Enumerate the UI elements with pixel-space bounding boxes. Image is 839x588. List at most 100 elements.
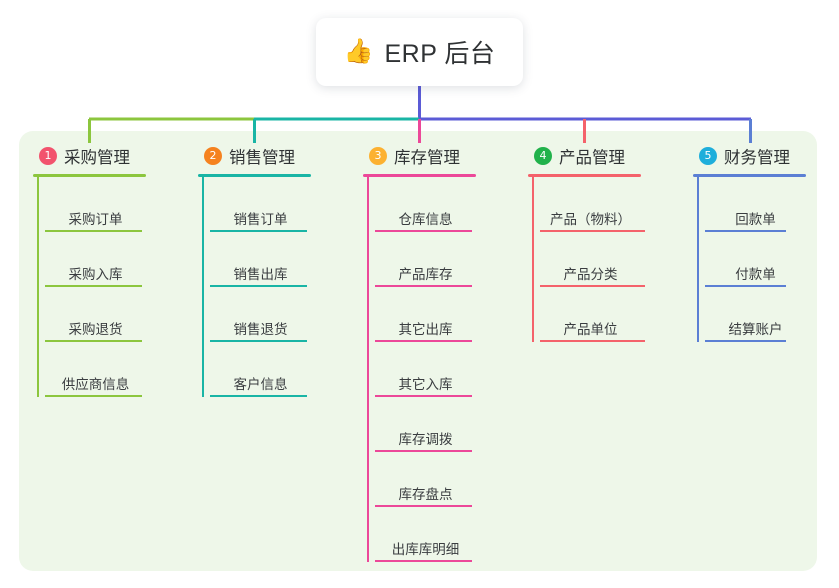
- branch-item[interactable]: 其它出库: [375, 287, 476, 342]
- branch-item[interactable]: 销售退货: [210, 287, 311, 342]
- branch-item-list: 仓库信息产品库存其它出库其它入库库存调拨库存盘点出库库明细: [363, 177, 476, 562]
- branch-item-label: 供应商信息: [61, 377, 130, 392]
- branch-item-label: 销售订单: [233, 212, 288, 227]
- branch-index-badge: 2: [204, 147, 222, 165]
- branch-item[interactable]: 销售出库: [210, 232, 311, 287]
- branch-title: 采购管理: [64, 149, 130, 167]
- branch-item-list: 回款单付款单结算账户: [693, 177, 806, 342]
- branch-header[interactable]: 5 财务管理: [693, 145, 806, 167]
- branch-title: 库存管理: [394, 149, 460, 167]
- branch-item-underline: [45, 230, 142, 232]
- branch-header[interactable]: 3 库存管理: [363, 145, 476, 167]
- branch-item-label: 库存调拨: [398, 432, 453, 447]
- branch-item[interactable]: 结算账户: [705, 287, 806, 342]
- branch-item-underline: [210, 230, 307, 232]
- branch-column-财务管理: 5 财务管理回款单付款单结算账户: [693, 145, 806, 342]
- branch-item-label: 产品单位: [563, 322, 618, 337]
- branch-item-label: 采购退货: [68, 322, 123, 337]
- branch-item-list: 销售订单销售出库销售退货客户信息: [198, 177, 311, 397]
- branch-item-underline: [210, 340, 307, 342]
- branch-item[interactable]: 采购订单: [45, 177, 146, 232]
- branch-item-underline: [45, 285, 142, 287]
- root-node-content: 👍 ERP 后台: [344, 34, 496, 70]
- branch-item-label: 回款单: [735, 212, 776, 227]
- branch-spine: [202, 177, 204, 397]
- branch-item-label: 销售出库: [233, 267, 288, 282]
- branch-spine: [532, 177, 534, 342]
- branch-item[interactable]: 客户信息: [210, 342, 311, 397]
- branch-item[interactable]: 销售订单: [210, 177, 311, 232]
- thumbs-up-icon: 👍: [343, 38, 374, 65]
- branch-item-underline: [375, 230, 472, 232]
- branch-item[interactable]: 出库库明细: [375, 507, 476, 562]
- branch-item-label: 库存盘点: [398, 487, 453, 502]
- branch-item-underline: [705, 230, 786, 232]
- branch-underline: [198, 174, 311, 177]
- branch-item[interactable]: 采购退货: [45, 287, 146, 342]
- branch-item[interactable]: 回款单: [705, 177, 806, 232]
- branch-column-产品管理: 4 产品管理产品（物料） 产品分类产品单位: [528, 145, 645, 342]
- branch-item-list: 采购订单采购入库采购退货供应商信息: [33, 177, 146, 397]
- branch-item-underline: [540, 340, 645, 342]
- branch-underline: [363, 174, 476, 177]
- branch-item-underline: [210, 285, 307, 287]
- branch-item[interactable]: 仓库信息: [375, 177, 476, 232]
- branch-item[interactable]: 产品分类: [540, 232, 645, 287]
- branch-index-badge: 4: [534, 147, 552, 165]
- branch-index-badge: 3: [369, 147, 387, 165]
- branch-item-underline: [705, 285, 786, 287]
- branch-index-badge: 5: [699, 147, 717, 165]
- branch-item-label: 客户信息: [233, 377, 288, 392]
- branch-column-采购管理: 1 采购管理采购订单采购入库采购退货供应商信息: [33, 145, 146, 397]
- branch-item-underline: [375, 450, 472, 452]
- branch-header[interactable]: 4 产品管理: [528, 145, 641, 167]
- root-node-card[interactable]: 👍 ERP 后台: [316, 18, 523, 86]
- branch-item-underline: [210, 395, 307, 397]
- branch-item-label: 结算账户: [728, 322, 783, 337]
- branch-spine: [697, 177, 699, 342]
- branch-item-underline: [540, 230, 645, 232]
- branch-item[interactable]: 产品单位: [540, 287, 645, 342]
- branch-item-list: 产品（物料） 产品分类产品单位: [528, 177, 645, 342]
- branch-title: 财务管理: [724, 149, 790, 167]
- branch-item-underline: [375, 505, 472, 507]
- branch-item-underline: [540, 285, 645, 287]
- branch-item-underline: [45, 395, 142, 397]
- branch-spine: [367, 177, 369, 562]
- branch-index-badge: 1: [39, 147, 57, 165]
- branch-item[interactable]: 供应商信息: [45, 342, 146, 397]
- branch-item-underline: [705, 340, 786, 342]
- branch-item[interactable]: 产品库存: [375, 232, 476, 287]
- branch-item-underline: [375, 285, 472, 287]
- branch-item-underline: [45, 340, 142, 342]
- branch-item-label: 产品（物料）: [550, 212, 631, 227]
- branch-item[interactable]: 其它入库: [375, 342, 476, 397]
- branch-item-label: 产品库存: [398, 267, 453, 282]
- branch-title: 产品管理: [559, 149, 625, 167]
- branch-item-underline: [375, 395, 472, 397]
- branch-spine: [37, 177, 39, 397]
- branch-item-label: 其它出库: [398, 322, 453, 337]
- branch-item-label: 其它入库: [398, 377, 453, 392]
- branch-item-label: 出库库明细: [391, 542, 460, 557]
- branch-item[interactable]: 采购入库: [45, 232, 146, 287]
- branch-header[interactable]: 1 采购管理: [33, 145, 146, 167]
- branch-item-label: 产品分类: [563, 267, 618, 282]
- branch-item[interactable]: 付款单: [705, 232, 806, 287]
- branch-item-label: 采购订单: [68, 212, 123, 227]
- branch-item-underline: [375, 340, 472, 342]
- branch-item-label: 销售退货: [233, 322, 288, 337]
- branch-item[interactable]: 库存盘点: [375, 452, 476, 507]
- branch-item[interactable]: 产品（物料）: [540, 177, 645, 232]
- branch-underline: [33, 174, 146, 177]
- branch-column-库存管理: 3 库存管理仓库信息产品库存其它出库其它入库库存调拨库存盘点出库库明细: [363, 145, 476, 562]
- branch-item-label: 仓库信息: [398, 212, 453, 227]
- branch-item-label: 付款单: [735, 267, 776, 282]
- branch-item-label: 采购入库: [68, 267, 123, 282]
- branches-panel: [19, 131, 817, 571]
- branch-underline: [693, 174, 806, 177]
- branch-underline: [528, 174, 641, 177]
- branch-item[interactable]: 库存调拨: [375, 397, 476, 452]
